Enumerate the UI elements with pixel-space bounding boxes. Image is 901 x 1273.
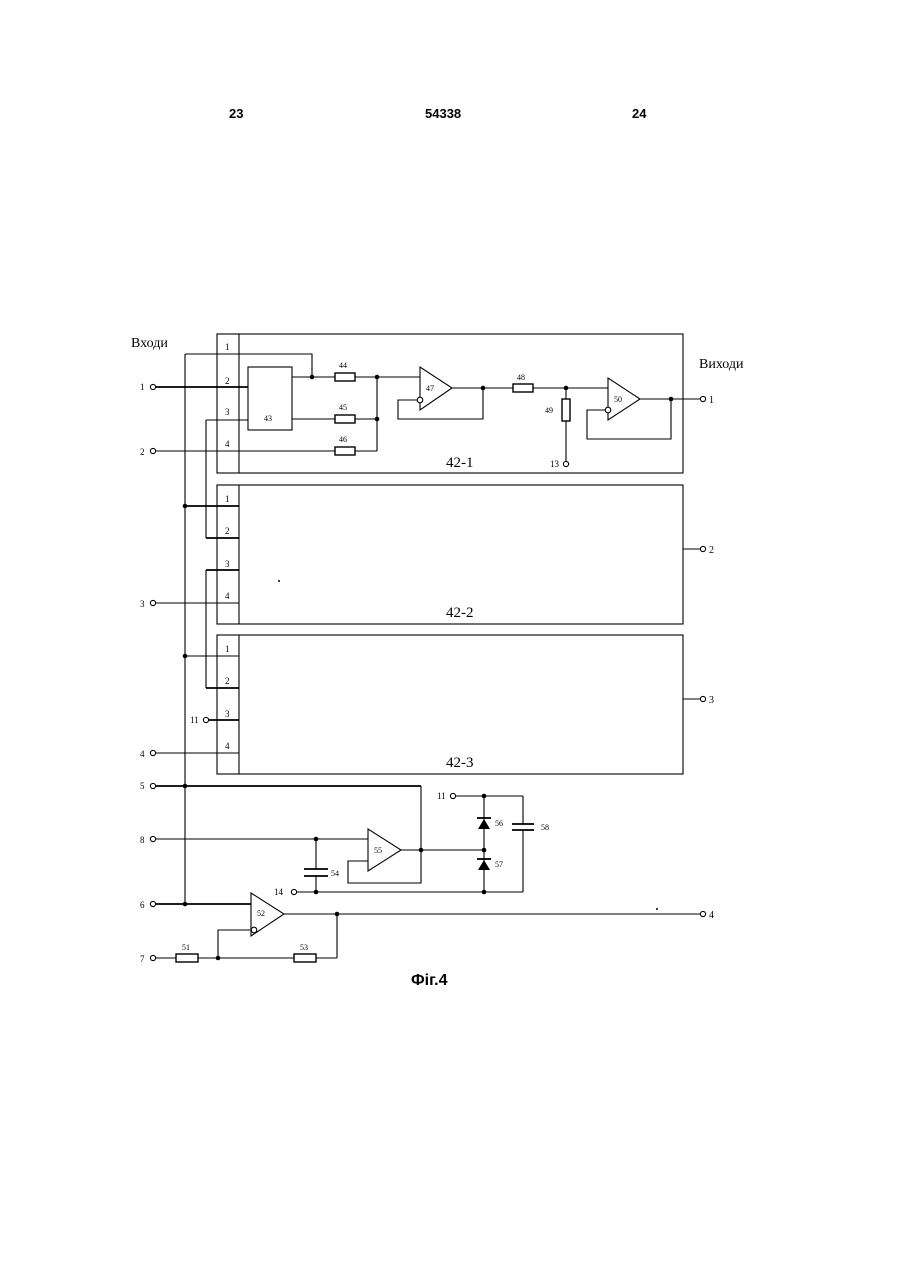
- input-6-label: 6: [140, 900, 145, 910]
- pin-label: 4: [225, 439, 230, 449]
- component-45-label: 45: [339, 403, 347, 412]
- pin-label: 1: [225, 342, 230, 352]
- pin-label: 3: [225, 559, 230, 569]
- component-57-label: 57: [495, 860, 503, 869]
- component-52-label: 52: [257, 909, 265, 918]
- input-terminal-2: [150, 448, 155, 453]
- pin-label: 3: [225, 709, 230, 719]
- input-2-label: 2: [140, 447, 145, 457]
- block-42-2: [217, 485, 683, 624]
- component-56-label: 56: [495, 819, 503, 828]
- component-46-label: 46: [339, 435, 347, 444]
- pin-label: 2: [225, 676, 230, 686]
- opamp-52-stage: [150, 893, 705, 962]
- figure-caption: Фіг.4: [411, 972, 448, 989]
- block-42-2-label: 42-2: [446, 605, 474, 621]
- component-51-label: 51: [182, 943, 190, 952]
- pin-label: 1: [225, 644, 230, 654]
- input-3-label: 3: [140, 599, 145, 609]
- output-4-label: 4: [709, 910, 714, 921]
- input-1-label: 1: [140, 382, 145, 392]
- component-55-label: 55: [374, 846, 382, 855]
- resistor-53: [294, 954, 316, 962]
- scan-speck: [278, 580, 280, 582]
- input-4-label: 4: [140, 749, 145, 759]
- inputs-label: Входи: [131, 336, 168, 351]
- resistor-45: [335, 415, 355, 423]
- component-54-label: 54: [331, 869, 339, 878]
- input-8-label: 8: [140, 835, 145, 845]
- terminal-11-label: 11: [190, 715, 199, 725]
- output-1-label: 1: [709, 395, 714, 406]
- scan-speck: [656, 908, 658, 910]
- block-42-1-label: 42-1: [446, 455, 474, 471]
- component-48-label: 48: [517, 373, 525, 382]
- terminal-13-label: 13: [550, 459, 560, 469]
- diode-network: [291, 793, 534, 894]
- input-terminal-4: [150, 750, 155, 755]
- terminal-11-right: [450, 793, 455, 798]
- outputs-label: Виходи: [699, 357, 744, 372]
- input-5-label: 5: [140, 781, 145, 791]
- component-53-label: 53: [300, 943, 308, 952]
- output-terminal-4: [700, 911, 705, 916]
- input-terminal-3: [150, 600, 155, 605]
- block-42-3-label: 42-3: [446, 755, 474, 771]
- terminal-14: [291, 889, 296, 894]
- output-3-label: 3: [709, 695, 714, 706]
- resistor-48: [513, 384, 533, 392]
- terminal-14-label: 14: [274, 887, 284, 897]
- opamp-55: [368, 829, 401, 871]
- component-47-label: 47: [426, 384, 434, 393]
- resistor-51: [176, 954, 198, 962]
- output-terminal-2: [700, 546, 705, 551]
- output-terminal-3: [700, 696, 705, 701]
- component-49-label: 49: [545, 406, 553, 415]
- block-42-3: [217, 635, 683, 774]
- output-terminal-1: [700, 396, 705, 401]
- pin-label: 3: [225, 407, 230, 417]
- component-58-label: 58: [541, 823, 549, 832]
- pin-label: 4: [225, 741, 230, 751]
- resistor-44: [335, 373, 355, 381]
- terminal-11-left: [203, 717, 208, 722]
- terminal-11b-label: 11: [437, 791, 446, 801]
- opamp-55-stage: [150, 829, 486, 892]
- pin-label: 2: [225, 526, 230, 536]
- resistor-46: [335, 447, 355, 455]
- pin-label: 4: [225, 591, 230, 601]
- output-2-label: 2: [709, 545, 714, 556]
- pin-label: 1: [225, 494, 230, 504]
- component-44-label: 44: [339, 361, 347, 370]
- input-terminal-1: [150, 384, 155, 389]
- terminal-13: [563, 461, 568, 466]
- pin-label: 2: [225, 376, 230, 386]
- component-43-label: 43: [264, 414, 272, 423]
- component-50-label: 50: [614, 395, 622, 404]
- resistor-49: [562, 399, 570, 421]
- input-7-label: 7: [140, 954, 145, 964]
